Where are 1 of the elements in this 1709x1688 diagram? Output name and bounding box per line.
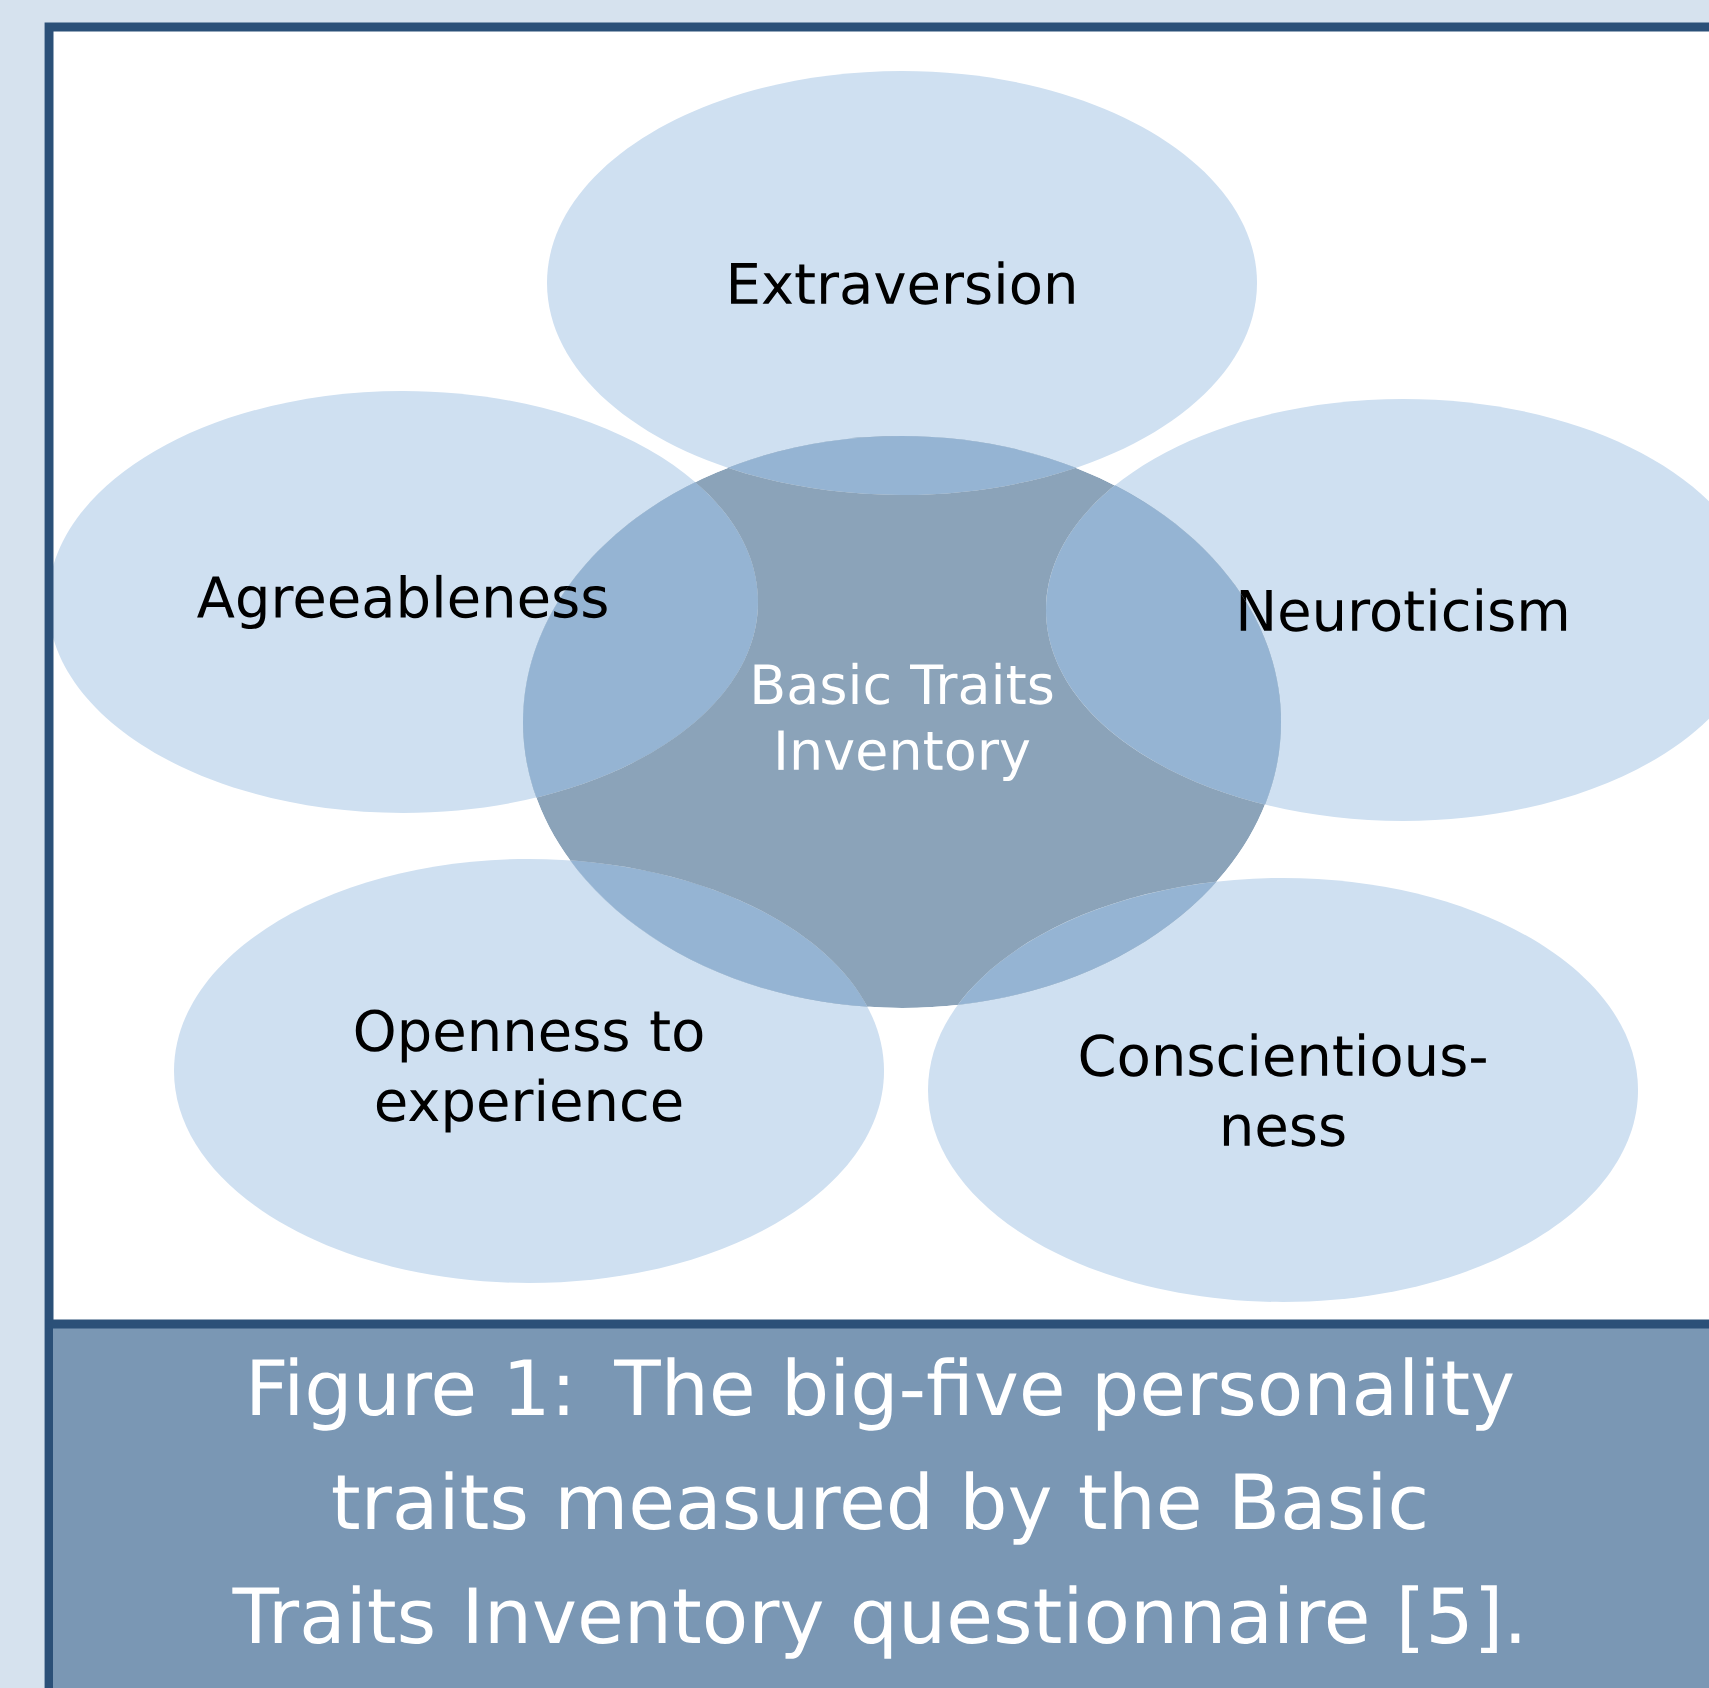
caption-band: Figure 1: The big-five personality traits measured by the Basic Traits Inventory questionnaire [5]. — [45, 1319, 1709, 1688]
